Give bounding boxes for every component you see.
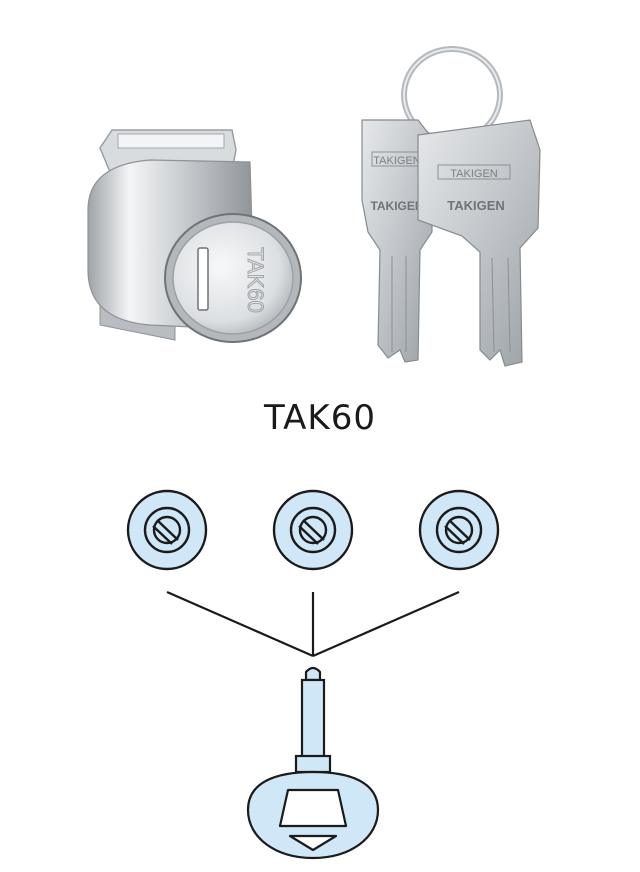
key-back-brand-lower: TAKIGEN (370, 199, 423, 213)
key-front-brand-lower: TAKIGEN (447, 198, 505, 213)
key-back-brand-upper: TAKIGEN (373, 155, 421, 167)
product-photo: TAK60 TAKIGEN TAKIGEN TAKIGEN TAKIGEN (87, 46, 541, 367)
connector-right (312, 590, 460, 658)
model-title: TAK60 (264, 398, 376, 438)
key-back-photo: TAKIGEN TAKIGEN (361, 119, 433, 363)
lock-cylinder-icon-1 (126, 489, 208, 571)
lock-cylinder-photo: TAK60 (87, 129, 302, 343)
connector-lines (166, 590, 460, 658)
lock-cylinder-icon-2 (272, 489, 354, 571)
keyed-alike-diagram (126, 489, 500, 860)
key-icon (246, 666, 380, 860)
key-front-photo: TAKIGEN TAKIGEN (391, 119, 541, 367)
lock-face-engraving: TAK60 (243, 247, 268, 313)
connector-left (166, 590, 314, 658)
lock-cylinder-icon-3 (418, 489, 500, 571)
key-front-brand-upper: TAKIGEN (450, 168, 498, 180)
